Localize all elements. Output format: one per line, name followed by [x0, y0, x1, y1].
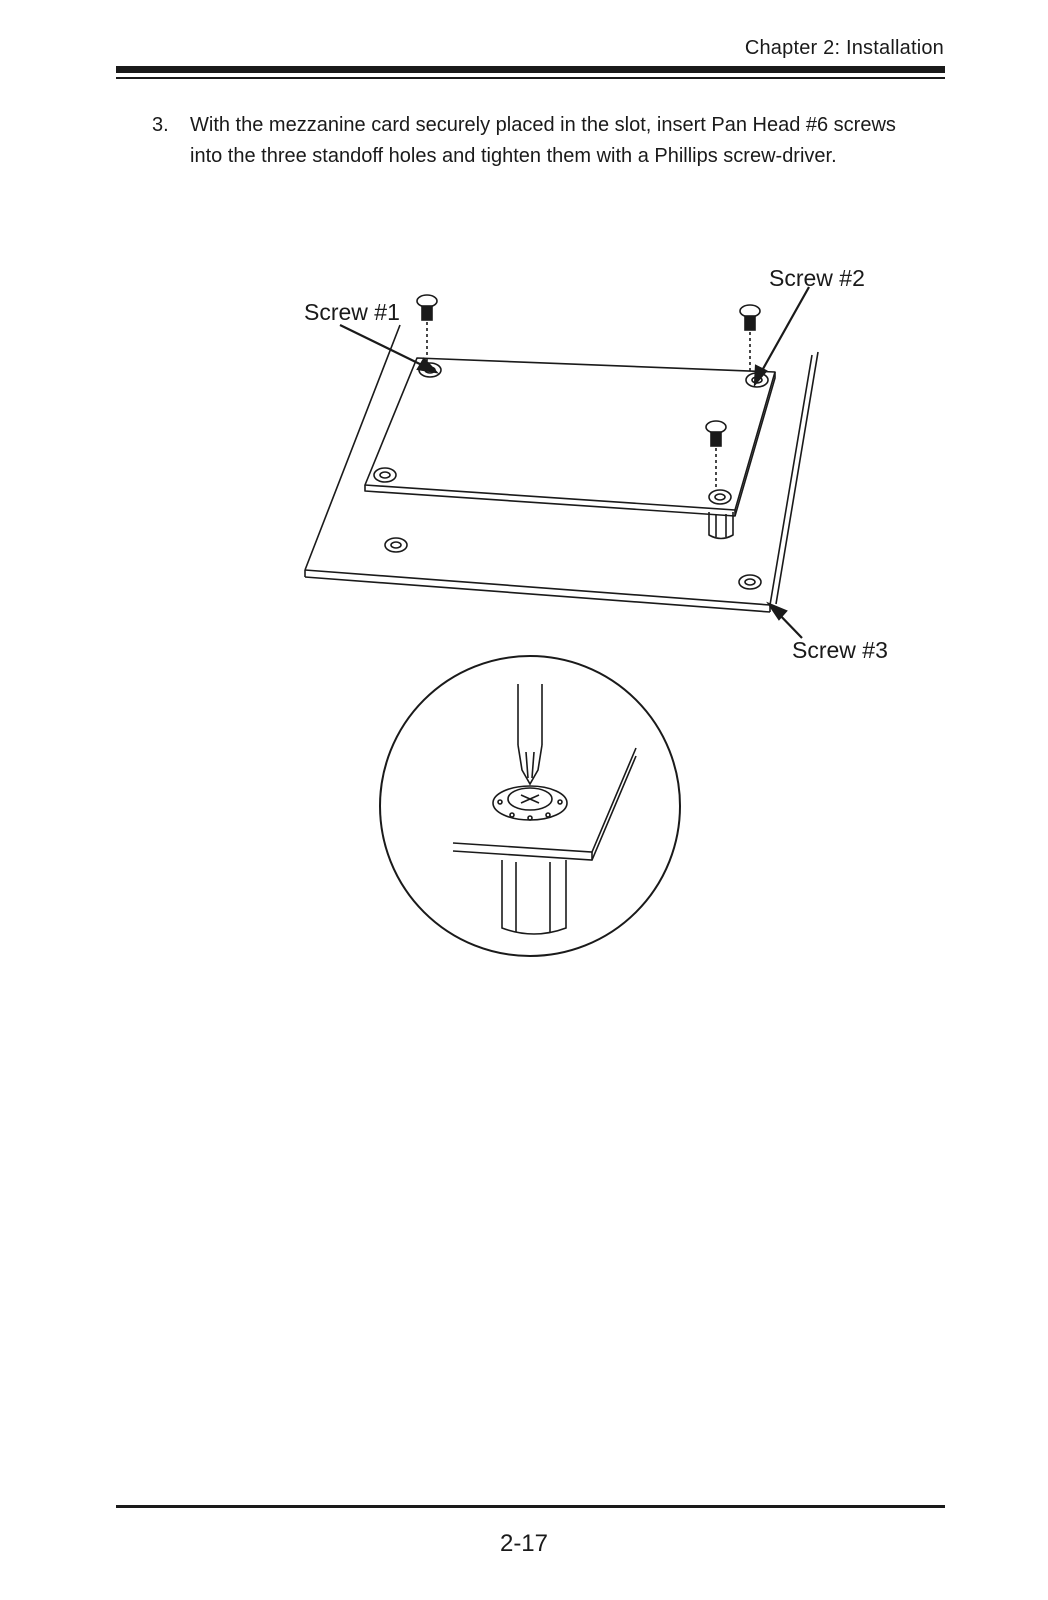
label-screw-2: Screw #2: [769, 265, 865, 291]
chapter-header: Chapter 2: Installation: [744, 37, 944, 59]
arrow-screw-3: [766, 601, 803, 639]
board-hole-right: [738, 574, 762, 590]
standoff: [708, 512, 734, 540]
arrow-screw-2: [753, 286, 810, 388]
screw-hole-card-left: [373, 467, 397, 483]
mezzanine-card: [364, 357, 776, 517]
page-number: 2-17: [499, 1530, 549, 1557]
label-screw-1: Screw #1: [304, 299, 400, 325]
header-rule-secondary: [116, 77, 945, 79]
arrow-screw-1: [339, 324, 439, 374]
mezzanine-installation-diagram: Screw #1 Screw #2 Screw #3: [304, 265, 888, 957]
step-number: 3.: [152, 114, 169, 136]
board-hole-left: [384, 537, 408, 553]
label-screw-3: Screw #3: [792, 637, 888, 663]
screw-2: [739, 304, 761, 372]
screw-1: [416, 294, 438, 362]
step-text: With the mezzanine card securely placed …: [190, 114, 896, 167]
screw-3: [705, 420, 727, 489]
detail-magnifier: [379, 655, 681, 957]
header-rule: [116, 66, 945, 73]
footer-rule: [116, 1505, 945, 1508]
screw-hole-3: [708, 489, 732, 505]
